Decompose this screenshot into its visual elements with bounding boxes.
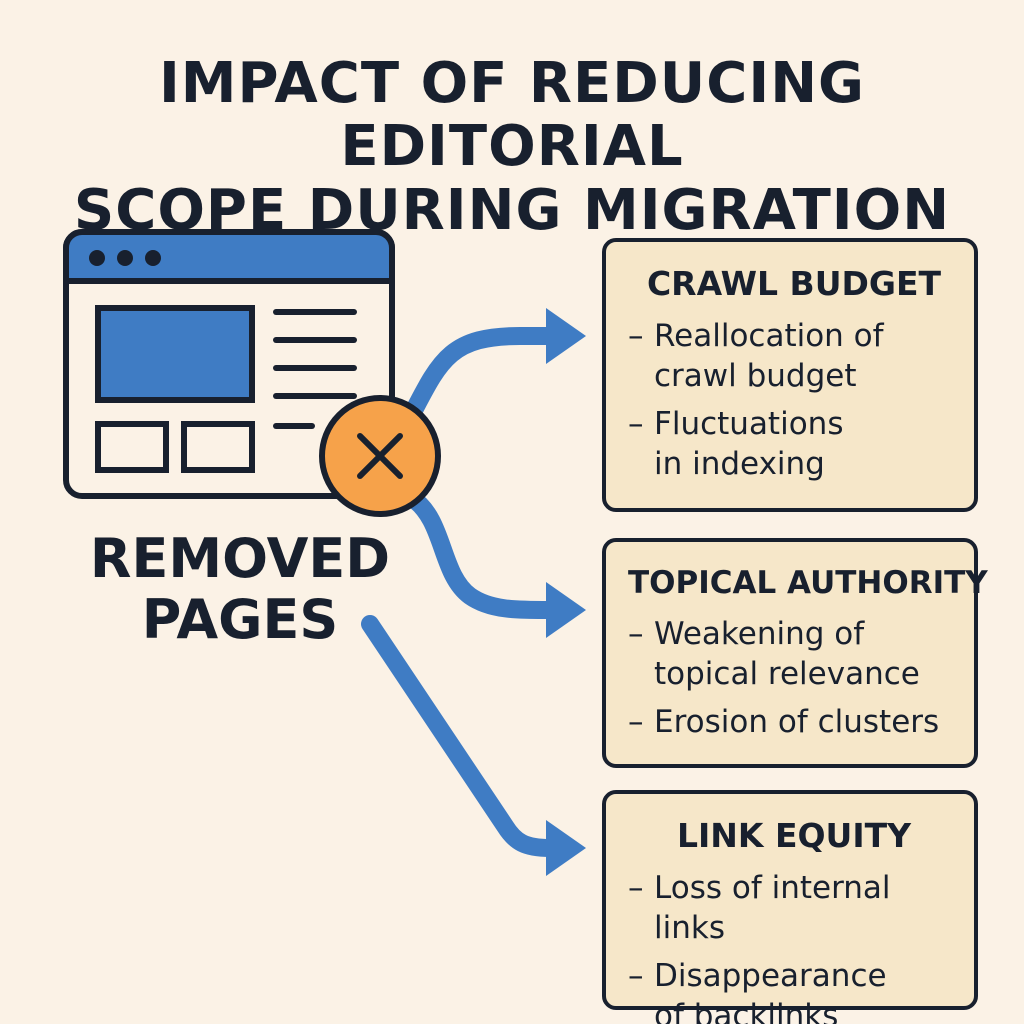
x-circle-icon xyxy=(319,395,441,517)
list-item: Reallocation of crawl budget xyxy=(628,316,960,396)
card-title: TOPICAL AUTHORITY xyxy=(628,565,988,601)
list-item: Fluctuations in indexing xyxy=(628,404,960,484)
list-item-line: Weakening of xyxy=(654,616,865,653)
topical-authority-card: TOPICAL AUTHORITY Weakening of topical r… xyxy=(602,538,988,768)
window-dot-icon xyxy=(117,250,133,266)
list-item-line: in indexing xyxy=(654,446,825,483)
list-item: Loss of internal links xyxy=(628,868,960,948)
list-item-line: Fluctuations xyxy=(654,406,844,443)
arrow-to-topical-authority xyxy=(403,489,586,638)
window-dot-icon xyxy=(89,250,105,266)
card-title: CRAWL BUDGET xyxy=(646,264,942,303)
card-bullet-list: Reallocation of crawl budget Fluctuation… xyxy=(628,316,960,484)
content-box xyxy=(181,421,255,473)
list-item: Erosion of clusters xyxy=(628,702,960,742)
removed-pages-line-1: REMOVED xyxy=(89,527,391,590)
browser-window-icon xyxy=(63,229,395,499)
list-item: Disappearance of backlinks xyxy=(628,956,960,1024)
card-title: LINK EQUITY xyxy=(676,816,912,855)
window-dot-icon xyxy=(145,250,161,266)
list-item-line: Loss of internal links xyxy=(654,870,891,947)
arrow-to-link-equity xyxy=(361,615,586,876)
removed-pages-line-2: PAGES xyxy=(141,588,339,652)
crawl-budget-card: CRAWL BUDGET Reallocation of crawl budge… xyxy=(602,238,978,512)
content-box xyxy=(95,421,169,473)
arrow-to-crawl-budget xyxy=(401,308,586,427)
link-equity-card: LINK EQUITY Loss of internal links Disap… xyxy=(602,790,978,1024)
card-bullet-list: Loss of internal links Disappearance of … xyxy=(628,868,960,1024)
image-placeholder-block xyxy=(95,305,255,403)
list-item-line: topical relevance xyxy=(654,656,920,693)
list-item-line: crawl budget xyxy=(654,358,857,395)
list-item-line: Erosion of clusters xyxy=(654,704,940,741)
list-item: Weakening of topical relevance xyxy=(628,614,960,694)
list-item-line: Disappearance xyxy=(654,958,887,995)
list-item-line: Reallocation of xyxy=(654,318,884,355)
title-line-1: IMPACT OF REDUCING EDITORIAL xyxy=(158,51,866,180)
list-item-line: of backlinks xyxy=(654,998,839,1024)
card-bullet-list: Weakening of topical relevance Erosion o… xyxy=(628,614,960,742)
removed-pages-label: REMOVED PAGES xyxy=(60,528,420,650)
page-title: IMPACT OF REDUCING EDITORIAL SCOPE DURIN… xyxy=(0,52,1024,242)
